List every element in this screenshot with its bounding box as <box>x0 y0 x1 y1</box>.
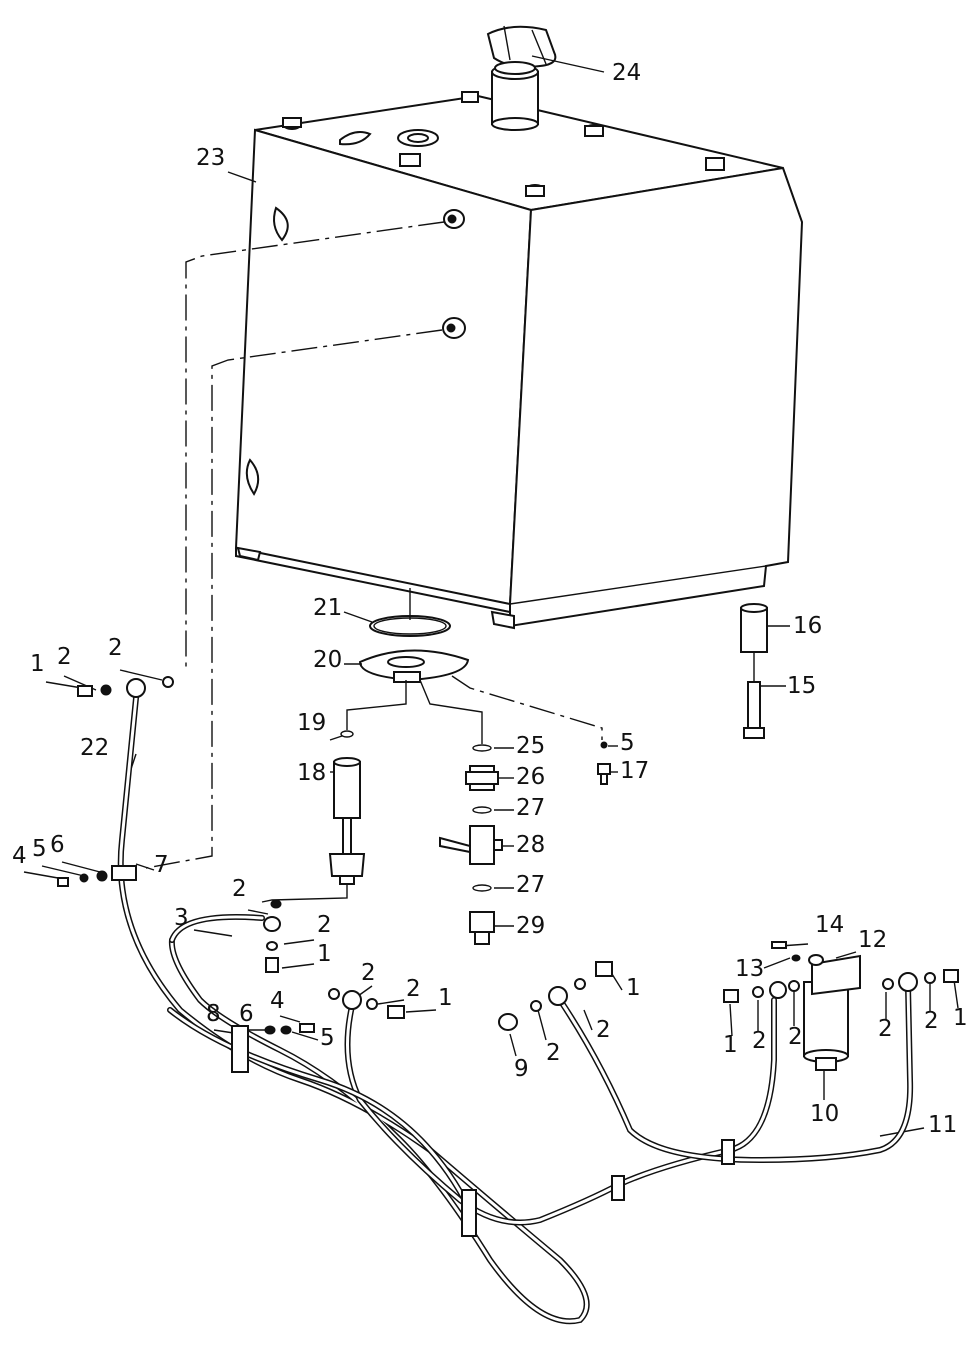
callout-27: 27 <box>516 795 545 821</box>
callout-24: 24 <box>612 60 641 86</box>
callout-17: 17 <box>620 758 649 784</box>
fitting-stack <box>439 744 503 945</box>
small-screw <box>597 741 611 785</box>
callout-27: 27 <box>516 872 545 898</box>
callout-1: 1 <box>30 651 45 677</box>
sender-tube <box>328 730 366 885</box>
callout-4: 4 <box>270 988 285 1014</box>
callout-1: 1 <box>438 985 453 1011</box>
callout-1: 1 <box>953 1005 968 1031</box>
callout-13: 13 <box>735 956 764 982</box>
sender-flange <box>358 615 470 683</box>
callout-4: 4 <box>12 843 27 869</box>
callout-2: 2 <box>924 1008 939 1034</box>
callout-25: 25 <box>516 733 545 759</box>
callout-2: 2 <box>108 635 123 661</box>
callout-22: 22 <box>80 735 109 761</box>
callout-5: 5 <box>620 730 635 756</box>
callout-2: 2 <box>232 876 247 902</box>
callout-14: 14 <box>815 912 844 938</box>
callout-16: 16 <box>793 613 822 639</box>
callout-11: 11 <box>928 1112 957 1138</box>
callout-5: 5 <box>320 1025 335 1051</box>
callout-8: 8 <box>206 1001 221 1027</box>
callout-5: 5 <box>32 836 47 862</box>
callout-7: 7 <box>154 852 169 878</box>
fuel-tank <box>234 64 804 630</box>
callout-28: 28 <box>516 832 545 858</box>
callout-6: 6 <box>50 832 65 858</box>
callout-1: 1 <box>723 1032 738 1058</box>
leader-lines <box>23 55 959 1137</box>
callout-1: 1 <box>626 975 641 1001</box>
fuel-hoses <box>117 695 914 1325</box>
callout-3: 3 <box>174 905 189 931</box>
callout-19: 19 <box>297 710 326 736</box>
callout-2: 2 <box>752 1028 767 1054</box>
filler-cap <box>486 25 557 75</box>
callout-6: 6 <box>239 1001 254 1027</box>
callout-23: 23 <box>196 145 225 171</box>
spacer-and-bolt <box>740 603 768 739</box>
callout-2: 2 <box>878 1016 893 1042</box>
callout-1: 1 <box>317 941 332 967</box>
callout-2: 2 <box>546 1040 561 1066</box>
callout-2: 2 <box>596 1017 611 1043</box>
callout-18: 18 <box>297 760 326 786</box>
callout-2: 2 <box>406 976 421 1002</box>
callout-15: 15 <box>787 673 816 699</box>
callout-26: 26 <box>516 764 545 790</box>
callout-2: 2 <box>788 1024 803 1050</box>
hose-fittings <box>57 676 959 1237</box>
callout-21: 21 <box>313 595 342 621</box>
callout-9: 9 <box>514 1056 529 1082</box>
callout-2: 2 <box>57 644 72 670</box>
callout-10: 10 <box>810 1101 839 1127</box>
callout-2: 2 <box>361 960 376 986</box>
callout-2: 2 <box>317 912 332 938</box>
callout-20: 20 <box>313 647 342 673</box>
callout-12: 12 <box>858 927 887 953</box>
callout-29: 29 <box>516 913 545 939</box>
